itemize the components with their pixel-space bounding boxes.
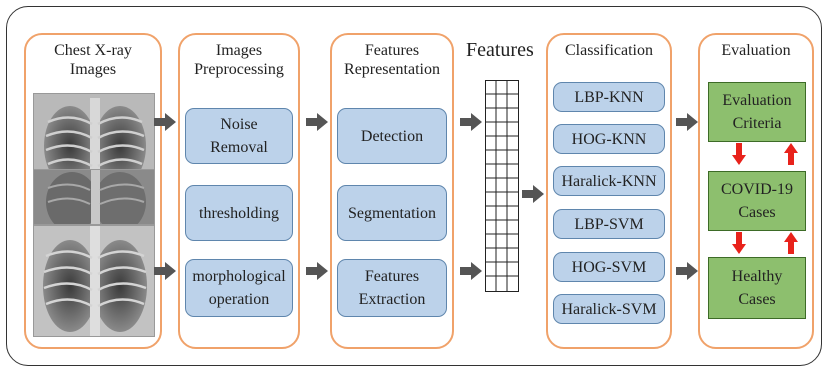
haralick-svm-box: Haralick-SVM: [553, 294, 665, 324]
lbp-svm-box: LBP-SVM: [553, 209, 665, 239]
healthy-cases-box: Healthy Cases: [708, 257, 806, 319]
haralick-knn-box: Haralick-KNN: [553, 166, 665, 196]
features-representation-panel: Features Representation Detection Segmen…: [330, 33, 454, 349]
features-extraction-box: Features Extraction: [337, 259, 447, 317]
evaluation-title: Evaluation: [721, 42, 791, 59]
arrow-classification-to-evaluation-bottom: [676, 262, 698, 280]
morphological-operation-box: morphological operation: [185, 259, 293, 317]
red-arrow-down-covid-to-healthy: [732, 232, 746, 254]
hog-svm-box: HOG-SVM: [553, 252, 665, 282]
evaluation-panel: Evaluation Evaluation Criteria COVID-19 …: [698, 33, 814, 349]
arrow-features-to-classification: [522, 185, 544, 203]
chest-xray-panel: Chest X-ray Images: [24, 33, 162, 349]
features-representation-title: Features Representation: [344, 42, 440, 78]
arrow-representation-to-features-bottom: [460, 262, 482, 280]
lbp-knn-box: LBP-KNN: [553, 82, 665, 112]
covid-19-cases-box: COVID-19 Cases: [708, 171, 806, 231]
evaluation-criteria-box: Evaluation Criteria: [708, 82, 806, 142]
thresholding-box: thresholding: [185, 185, 293, 241]
arrow-classification-to-evaluation-top: [676, 113, 698, 131]
arrow-xray-to-preprocessing-bottom: [154, 262, 176, 280]
noise-removal-box: Noise Removal: [185, 108, 293, 164]
features-title: Features: [466, 39, 534, 61]
detection-box: Detection: [337, 108, 447, 164]
segmentation-box: Segmentation: [337, 185, 447, 241]
preprocessing-panel: Images Preprocessing Noise Removal thres…: [178, 33, 300, 349]
xray-image-bottom: [33, 225, 155, 337]
hog-knn-box: HOG-KNN: [553, 124, 665, 154]
features-vector-grid: [485, 80, 519, 292]
chest-xray-title: Chest X-ray Images: [54, 42, 132, 78]
preprocessing-title: Images Preprocessing: [194, 42, 284, 78]
classification-title: Classification: [565, 42, 653, 59]
arrow-representation-to-features-top: [460, 113, 482, 131]
classification-panel: Classification LBP-KNN HOG-KNN Haralick-…: [546, 33, 672, 349]
arrow-preprocessing-to-representation-top: [306, 113, 328, 131]
arrow-preprocessing-to-representation-bottom: [306, 262, 328, 280]
xray-image-middle: [33, 169, 155, 225]
diagram-frame: [6, 6, 822, 366]
red-arrow-up-healthy-to-covid: [784, 232, 798, 254]
red-arrow-down-criteria-to-covid: [732, 143, 746, 165]
arrow-xray-to-preprocessing-top: [154, 113, 176, 131]
red-arrow-up-covid-to-criteria: [784, 143, 798, 165]
